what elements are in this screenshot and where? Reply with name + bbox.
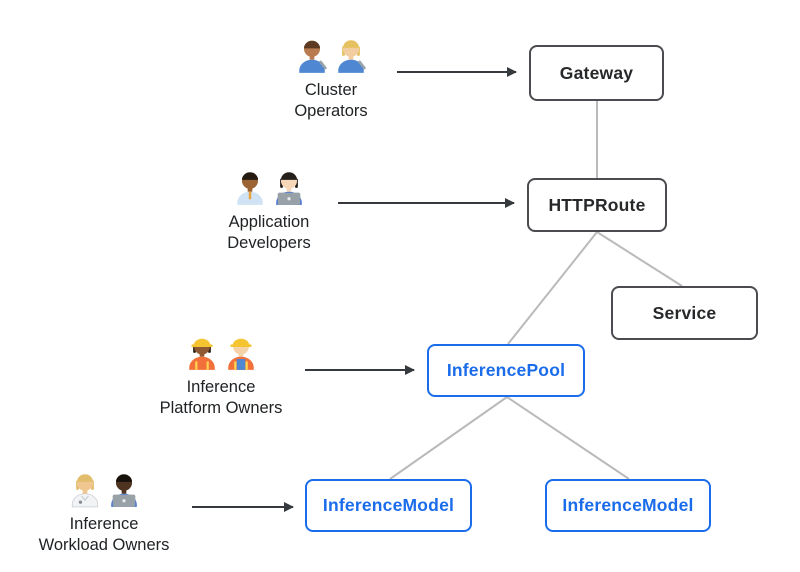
persona-inference-workload-owners: Inference Workload Owners <box>4 468 204 556</box>
persona-application-developers-icons <box>169 166 369 206</box>
node-inferencemodel-left-label: InferenceModel <box>322 495 455 515</box>
node-inferencepool: InferencePool <box>427 344 585 397</box>
woman-construction-worker-icon <box>188 338 215 370</box>
persona-inference-workload-owners-label-line2: Workload Owners <box>38 536 170 554</box>
man-construction-worker-icon <box>227 338 254 370</box>
node-inferencemodel-right: InferenceModel <box>545 479 711 532</box>
node-service-label: Service <box>652 302 717 323</box>
woman-mechanic-icon <box>337 40 366 73</box>
man-mechanic-icon <box>298 40 327 73</box>
persona-inference-workload-owners-icons <box>4 468 204 508</box>
node-httproute: HTTPRoute <box>527 178 667 232</box>
persona-inference-platform-owners-label-line1: Inference <box>186 378 256 396</box>
woman-technologist-icon <box>275 172 302 205</box>
persona-cluster-operators: Cluster Operators <box>231 34 431 122</box>
node-httproute-label: HTTPRoute <box>548 194 646 215</box>
persona-cluster-operators-label-line1: Cluster <box>304 81 358 99</box>
persona-inference-platform-owners: Inference Platform Owners <box>121 331 321 419</box>
node-inferencepool-label: InferencePool <box>446 360 566 380</box>
persona-application-developers: Application Developers <box>169 166 369 254</box>
persona-application-developers-label-line1: Application <box>228 213 310 231</box>
persona-cluster-operators-icons <box>231 34 431 74</box>
node-service: Service <box>611 286 758 340</box>
node-gateway: Gateway <box>529 45 664 101</box>
connector-httproute-inferencepool <box>507 231 598 345</box>
persona-application-developers-label-line2: Developers <box>227 234 311 252</box>
connector-inferencepool-inferencemodel-left <box>389 396 508 480</box>
persona-inference-workload-owners-label-line1: Inference <box>69 515 139 533</box>
persona-inference-platform-owners-icons <box>121 331 321 371</box>
man-technologist-icon <box>236 172 263 205</box>
man-technologist-dark-icon <box>110 474 137 507</box>
node-gateway-label: Gateway <box>559 62 634 83</box>
node-inferencemodel-right-label: InferenceModel <box>562 495 694 515</box>
connector-inferencepool-inferencemodel-right <box>506 396 630 480</box>
node-inferencemodel-left: InferenceModel <box>305 479 472 532</box>
persona-inference-platform-owners-label-line2: Platform Owners <box>159 399 283 417</box>
health-worker-icon <box>71 474 98 508</box>
persona-cluster-operators-label-line2: Operators <box>294 102 368 120</box>
connector-httproute-service <box>596 231 683 287</box>
